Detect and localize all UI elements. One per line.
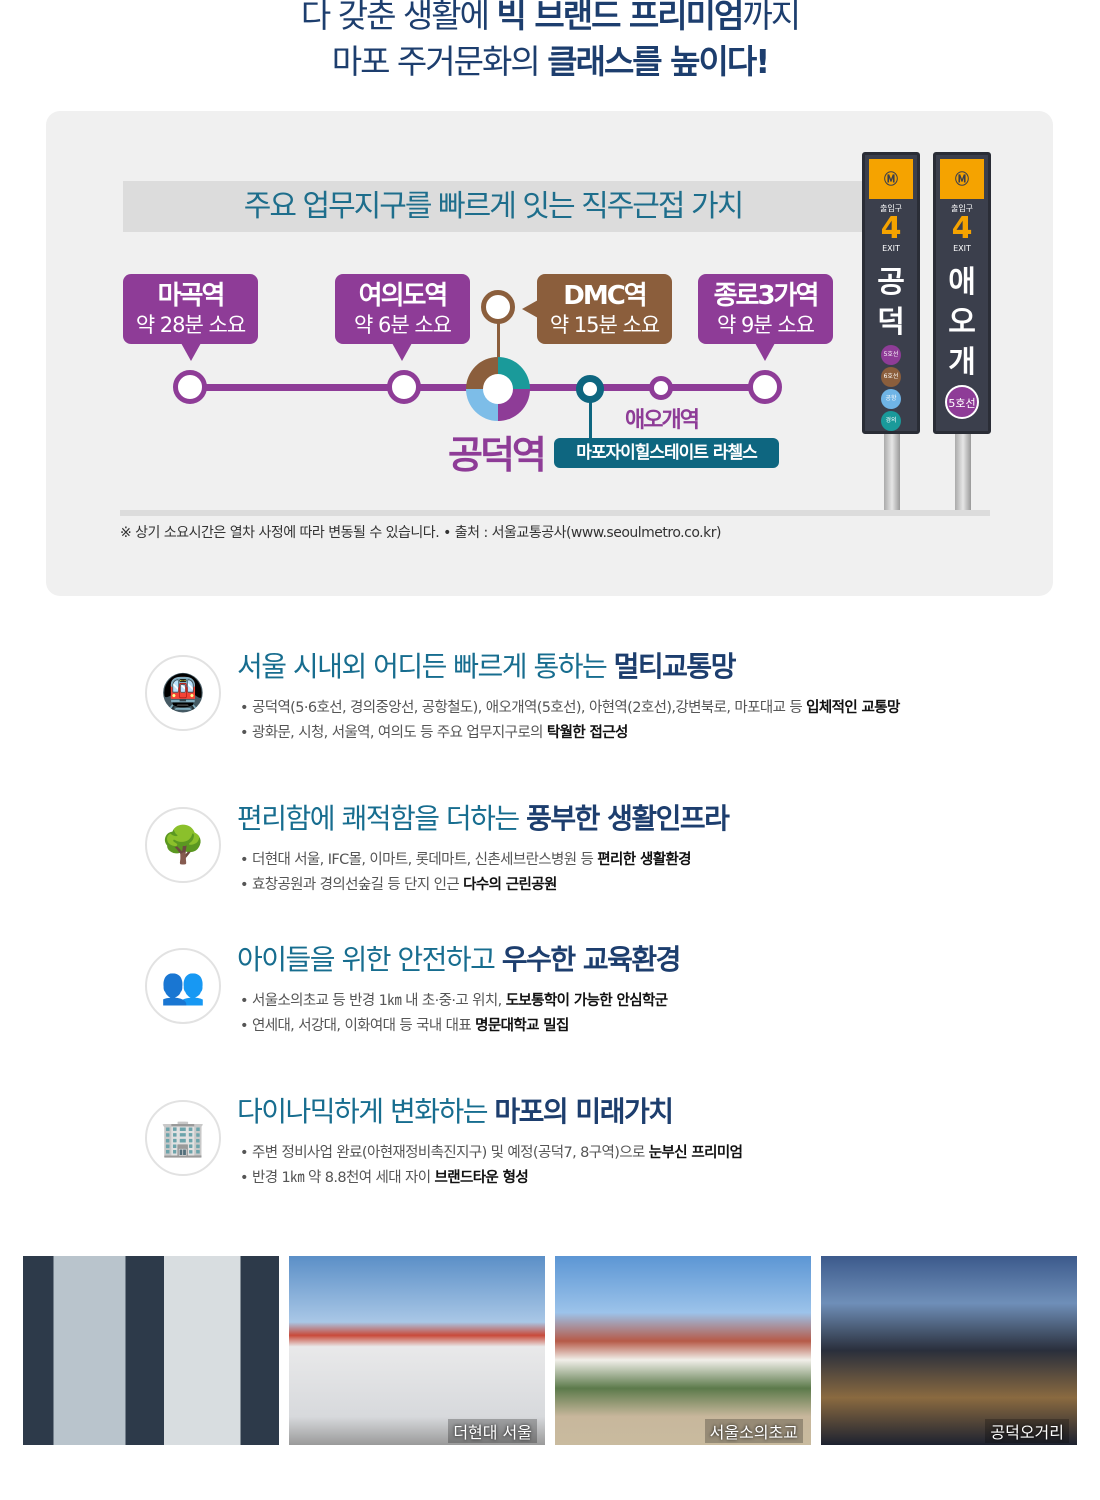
photo-hyundai: 더현대 서울 xyxy=(289,1256,545,1445)
bubble-tail xyxy=(181,343,201,361)
node-yeouido xyxy=(387,370,421,404)
node-jongno xyxy=(748,370,782,404)
gongdeok-label: 공덕역 xyxy=(448,433,547,477)
sign-char: 공 xyxy=(877,265,905,300)
feature-bullet: • 서울소의초교 등 반경 1㎞ 내 초·중·고 위치, 도보통학이 가능한 안… xyxy=(240,993,668,1009)
site-label: 마포자이힐스테이트 라첼스 xyxy=(554,438,779,468)
line-badge: 경의 xyxy=(881,411,901,431)
feature-bullet: • 반경 1㎞ 약 8.8천여 세대 자이 브랜드타운 형성 xyxy=(240,1170,529,1186)
photo-caption: 공덕오거리 xyxy=(985,1419,1069,1443)
feature-heading: 편리함에 쾌적함을 더하는 풍부한 생활인프라 xyxy=(237,802,730,835)
feature-heading: 다이나믹하게 변화하는 마포의 미래가치 xyxy=(237,1095,674,1128)
aeogae-label: 애오개역 xyxy=(625,408,700,433)
map-note: ※ 상기 소요시간은 열차 사정에 따라 변동될 수 있습니다. • 출처 : … xyxy=(120,525,721,541)
line-badge: 공항 xyxy=(881,389,901,409)
line-badge: 5호선 xyxy=(945,385,979,419)
node-site xyxy=(576,375,604,403)
sign-char: 애 xyxy=(948,265,976,300)
feature-bullet: • 주변 정비사업 완료(아현재정비촉진지구) 및 예정(공덕7, 8구역)으로… xyxy=(240,1145,743,1161)
subway-icon: 🚇 xyxy=(145,655,221,731)
feature-bullet: • 광화문, 시청, 서울역, 여의도 등 주요 업무지구로의 탁월한 접근성 xyxy=(240,725,628,741)
feature-infra: 🌳 편리함에 쾌적함을 더하는 풍부한 생활인프라 • 더현대 서울, IFC몰… xyxy=(145,802,1045,925)
exit-number: 4 xyxy=(951,211,973,246)
feature-bullet: • 더현대 서울, IFC몰, 이마트, 롯데마트, 신촌세브란스병원 등 편리… xyxy=(240,852,692,868)
students-icon: 👥 xyxy=(145,948,221,1024)
divider xyxy=(120,510,990,516)
sign-pole xyxy=(955,430,971,510)
feature-bullet: • 효창공원과 경의선숲길 등 단지 인근 다수의 근린공원 xyxy=(240,877,557,893)
feature-bullet: • 연세대, 서강대, 이화여대 등 국내 대표 명문대학교 밀집 xyxy=(240,1018,569,1034)
photo-school: 서울소의초교 xyxy=(555,1256,811,1445)
exit-sign-gongdeok: Ⓜ 출입구 4 EXIT 공 덕 5호선 6호선 공항 경의 xyxy=(862,152,920,434)
photo-caption: 더현대 서울 xyxy=(448,1419,537,1443)
headline-line2: 마포 주거문화의 클래스를 높이다! xyxy=(331,42,771,81)
line-badge: 6호선 xyxy=(881,367,901,387)
feature-education: 👥 아이들을 위한 안전하고 우수한 교육환경 • 서울소의초교 등 반경 1㎞… xyxy=(145,943,1045,1066)
feature-future: 🏢 다이나믹하게 변화하는 마포의 미래가치 • 주변 정비사업 완료(아현재정… xyxy=(145,1095,1045,1218)
exit-en: EXIT xyxy=(953,244,971,253)
photo-gongdeok-intersection: 공덕오거리 xyxy=(821,1256,1077,1445)
sign-pole xyxy=(884,430,900,510)
line-badge: 5호선 xyxy=(881,345,901,365)
feature-heading: 아이들을 위한 안전하고 우수한 교육환경 xyxy=(237,943,681,976)
bubble-tail xyxy=(755,343,775,361)
subway-icon: Ⓜ xyxy=(869,159,913,199)
dmc-connector xyxy=(497,322,500,362)
photo-caption: 서울소의초교 xyxy=(704,1419,803,1443)
sign-char: 덕 xyxy=(877,305,905,340)
node-dmc xyxy=(481,290,515,324)
feature-heading: 서울 시내외 어디든 빠르게 통하는 멀티교통망 xyxy=(237,650,736,683)
feature-transport: 🚇 서울 시내외 어디든 빠르게 통하는 멀티교통망 • 공덕역(5·6호선, … xyxy=(145,650,1045,773)
park-icon: 🌳 xyxy=(145,807,221,883)
bubble-tail xyxy=(522,300,538,318)
bubble-tail xyxy=(392,343,412,361)
exit-sign-aeogae: Ⓜ 출입구 4 EXIT 애 오 개 5호선 xyxy=(933,152,991,434)
map-heading: 주요 업무지구를 빠르게 잇는 직주근접 가치 xyxy=(123,181,863,232)
gongdeok-transfer-node xyxy=(466,357,530,421)
node-aeogae xyxy=(649,376,673,400)
exit-number: 4 xyxy=(880,211,902,246)
exit-label: 출입구 xyxy=(879,204,903,213)
feature-bullet: • 공덕역(5·6호선, 경의중앙선, 공항철도), 애오개역(5호선), 아현… xyxy=(240,700,900,716)
exit-en: EXIT xyxy=(882,244,900,253)
headline-line1: 다 갖춘 생활에 빅 브랜드 프리미엄까지 xyxy=(300,0,801,35)
node-magok xyxy=(173,370,207,404)
site-connector xyxy=(589,400,592,442)
exit-label: 출입구 xyxy=(950,204,974,213)
sign-char: 개 xyxy=(948,345,976,380)
building-icon: 🏢 xyxy=(145,1100,221,1176)
photo-exit-signs xyxy=(23,1256,279,1445)
subway-icon: Ⓜ xyxy=(940,159,984,199)
sign-char: 오 xyxy=(948,305,976,340)
